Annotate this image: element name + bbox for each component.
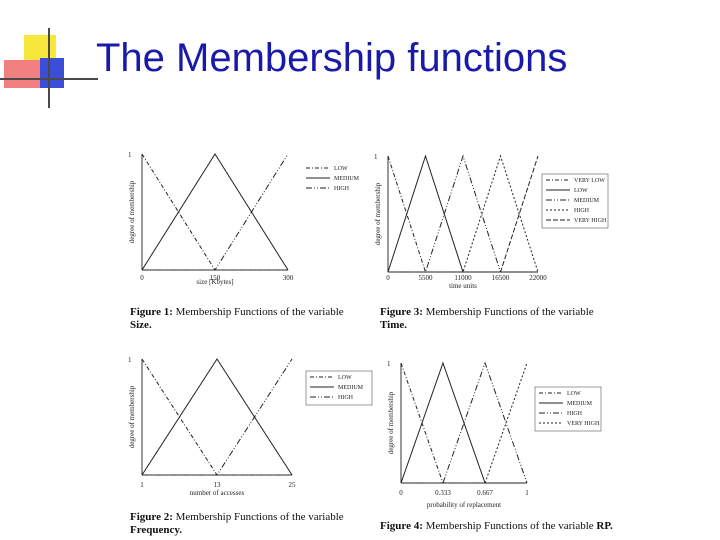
figure-4-caption-label: Figure 4: xyxy=(380,520,423,532)
fig2-series-line xyxy=(141,358,293,476)
figure-2-caption: Figure 2: Membership Functions of the va… xyxy=(130,511,354,537)
figure-3-caption-var: Time. xyxy=(380,319,407,331)
fig2-legend-label: MEDIUM xyxy=(338,385,364,391)
fig1-x-tick-label: 150 xyxy=(210,274,221,282)
fig2-x-tick-label: 13 xyxy=(214,481,222,489)
fig1-legend-label: HIGH xyxy=(334,186,350,192)
fig3-series-line xyxy=(387,155,538,273)
decorative-red-square xyxy=(4,60,40,88)
fig3-x-tick-label: 16500 xyxy=(492,274,510,282)
fig2-x-tick-label: 25 xyxy=(289,481,297,489)
figure-1-chart: 1 0 150 300 size [Kbytes] degree of membershi… xyxy=(128,151,360,286)
figure-4-panel: 1 0 0.333 0.667 1 probability of replacement d… xyxy=(375,345,625,510)
fig2-series-line xyxy=(141,358,292,476)
fig3-y-axis-label: degree of membership xyxy=(374,182,382,245)
fig3-series-line xyxy=(388,155,539,273)
fig1-series-line xyxy=(141,153,289,271)
fig4-series-line xyxy=(401,362,528,484)
decorative-vertical-line xyxy=(48,28,50,108)
fig1-x-axis-label: size [Kbytes] xyxy=(196,278,233,286)
fig1-legend-label: LOW xyxy=(334,166,348,172)
fig4-legend-label: MEDIUM xyxy=(567,401,593,407)
fig1-y-tick-label: 1 xyxy=(128,151,132,159)
fig4-x-tick-label: 0 xyxy=(399,489,403,497)
fig4-legend-label: LOW xyxy=(567,391,581,397)
fig2-y-axis-label: degree of membership xyxy=(128,385,136,448)
figure-1-caption-label: Figure 1: xyxy=(130,306,173,318)
fig3-legend-label: VERY HIGH xyxy=(574,218,607,224)
fig3-series-line xyxy=(388,154,538,273)
figure-4-caption: Figure 4: Membership Functions of the va… xyxy=(380,520,613,533)
fig3-x-axis-label: time units xyxy=(449,282,477,290)
fig4-legend-box xyxy=(534,386,602,432)
fig3-x-tick-label: 5500 xyxy=(419,274,434,282)
fig4-y-axis-label: degree of membership xyxy=(387,391,395,454)
fig3-legend-label: VERY LOW xyxy=(574,178,605,184)
fig4-legend-label: HIGH xyxy=(567,411,583,417)
fig4-series-line xyxy=(401,361,528,484)
figure-4-caption-var: RP. xyxy=(596,520,613,532)
fig1-x-tick-label: 300 xyxy=(283,274,294,282)
fig4-x-tick-label: 0.333 xyxy=(435,489,451,497)
fig2-legend-label: LOW xyxy=(338,375,352,381)
fig4-x-tick-label: 1 xyxy=(525,489,529,497)
decorative-blue-square xyxy=(40,58,64,88)
fig4-legend-label: VERY HIGH xyxy=(567,421,600,427)
fig4-x-tick-label: 0.667 xyxy=(477,489,493,497)
fig2-x-tick-label: 1 xyxy=(140,481,144,489)
fig2-legend-label: HIGH xyxy=(338,395,354,401)
figure-3-chart: 1 0 5500 11000 16500 22000 time units degree of… xyxy=(374,153,609,290)
figure-2-caption-label: Figure 2: xyxy=(130,511,173,523)
fig3-series-line xyxy=(388,154,539,273)
figure-2-caption-text: Membership Functions of the variable xyxy=(175,511,344,523)
fig2-x-axis-label: number of accesses xyxy=(190,489,245,497)
fig3-legend-label: HIGH xyxy=(574,208,590,214)
figure-1-caption-var: Size. xyxy=(130,319,152,331)
fig3-legend-box xyxy=(541,173,609,229)
fig3-x-tick-label: 11000 xyxy=(454,274,472,282)
slide-title: The Membership functions xyxy=(96,36,568,80)
figure-1-panel: 1 0 150 300 size [Kbytes] degree of membershi… xyxy=(120,140,360,300)
fig4-x-axis-label: probability of replacement xyxy=(427,501,501,509)
figure-4-chart: 1 0 0.333 0.667 1 probability of replacement d… xyxy=(387,360,602,509)
fig3-x-tick-label: 22000 xyxy=(529,274,547,282)
fig3-x-tick-label: 0 xyxy=(386,274,390,282)
fig4-series-line xyxy=(400,361,527,484)
figure-2-caption-var: Frequency. xyxy=(130,524,183,536)
figure-2-chart: 1 1 13 25 number of accesses degree of member… xyxy=(128,356,373,497)
figure-4-caption-text: Membership Functions of the variable xyxy=(425,520,594,532)
fig1-legend-label: MEDIUM xyxy=(334,176,360,182)
fig3-y-tick-label: 1 xyxy=(374,153,378,161)
fig4-y-tick-label: 1 xyxy=(387,360,391,368)
fig3-legend-label: MEDIUM xyxy=(574,198,600,204)
figure-3-caption-label: Figure 3: xyxy=(380,306,423,318)
fig1-y-axis-label: degree of membership xyxy=(128,180,136,243)
fig2-series-line xyxy=(142,358,293,476)
figure-1-caption: Figure 1: Membership Functions of the va… xyxy=(130,306,354,332)
fig3-series-line xyxy=(387,154,538,273)
fig3-legend-label: LOW xyxy=(574,188,588,194)
figure-1-caption-text: Membership Functions of the variable xyxy=(175,306,344,318)
fig1-x-tick-label: 0 xyxy=(140,274,144,282)
figure-3-caption: Figure 3: Membership Functions of the va… xyxy=(380,306,604,332)
fig1-series-line xyxy=(141,153,288,271)
figure-3-panel: 1 0 5500 11000 16500 22000 time units degree of… xyxy=(370,140,620,300)
figure-2-panel: 1 1 13 25 number of accesses degree of member… xyxy=(120,345,373,505)
fig1-series-line xyxy=(142,153,289,271)
fig2-y-tick-label: 1 xyxy=(128,356,132,364)
figure-3-caption-text: Membership Functions of the variable xyxy=(425,306,594,318)
